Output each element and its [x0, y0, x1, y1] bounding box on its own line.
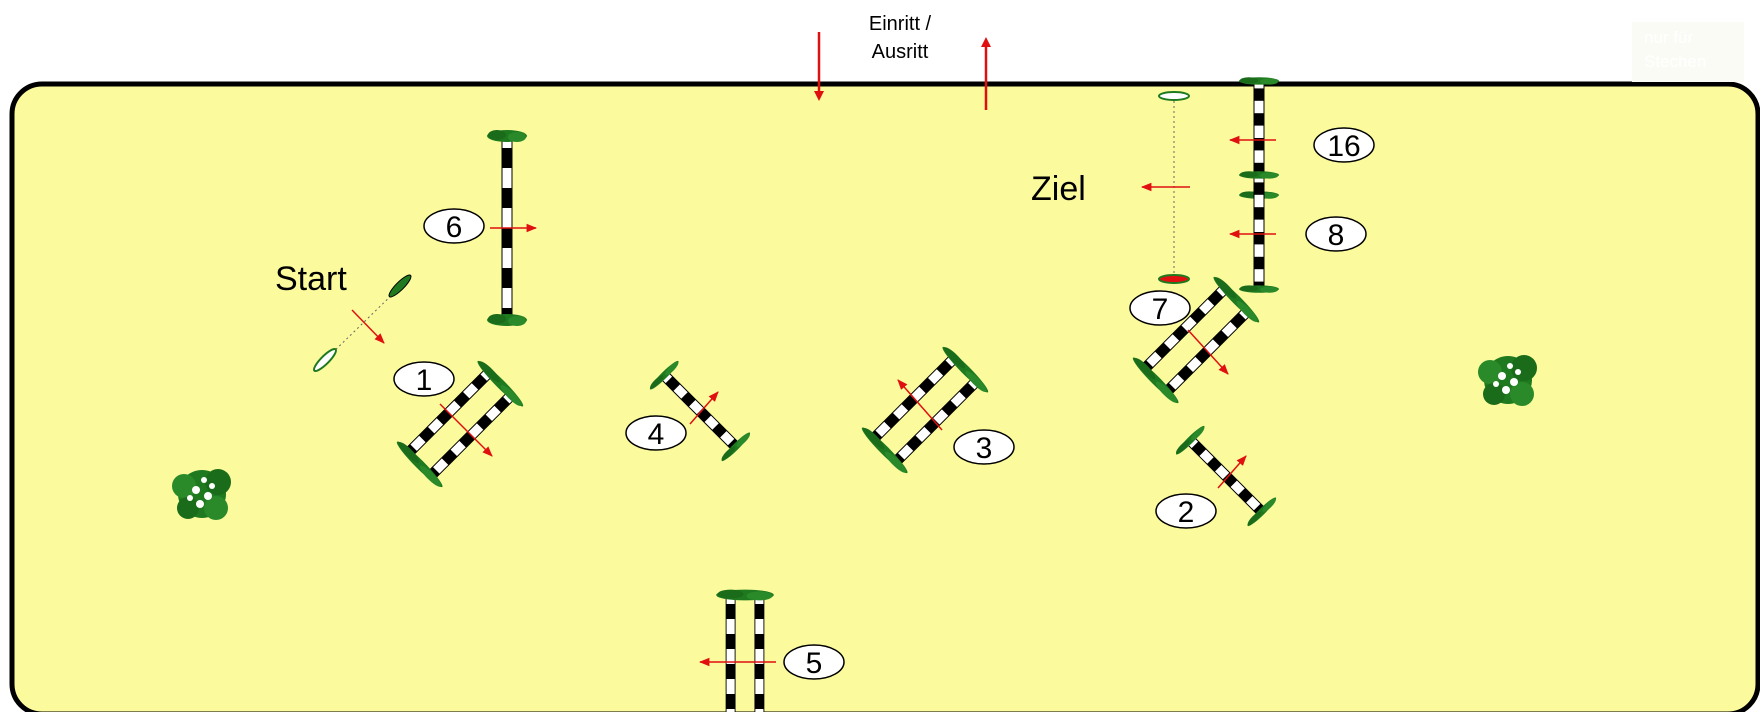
- arrow-icon: [897, 379, 943, 431]
- arrow-icon: [1187, 329, 1229, 375]
- arrow-icon: [439, 403, 493, 457]
- obstacle-number: 8: [1328, 219, 1345, 252]
- obstacle-number: 6: [446, 211, 463, 244]
- entry-label-line2: Ausritt: [871, 41, 929, 63]
- finish-label: Ziel: [1031, 170, 1086, 208]
- obstacle-number: 7: [1152, 293, 1169, 326]
- note-line2: Stechen: [1644, 52, 1707, 71]
- obstacle-number: 2: [1178, 496, 1195, 529]
- obstacle-16: 16: [1228, 77, 1375, 199]
- arrow-icon: [351, 309, 385, 344]
- jump-off-note: nur für Stechen: [1632, 22, 1744, 82]
- obstacle-5: 5: [698, 590, 845, 712]
- obstacle-8: 8: [1228, 171, 1367, 293]
- finish-line: [1140, 91, 1190, 284]
- obstacle-number: 4: [648, 418, 665, 451]
- obstacle-2: 2: [1155, 424, 1278, 529]
- obstacle-7: 7: [1129, 274, 1262, 406]
- obstacle-number: 1: [416, 364, 433, 397]
- note-line1: nur für: [1644, 28, 1694, 47]
- obstacle-3: 3: [859, 344, 1015, 476]
- obstacle-4: 4: [625, 359, 752, 464]
- obstacle-number: 3: [976, 432, 993, 465]
- bush-icon: [172, 469, 231, 520]
- start-line: [313, 274, 412, 372]
- entry-label-line1: Einritt /: [868, 13, 932, 35]
- obstacle-number: 5: [806, 647, 823, 680]
- bush-icon: [1478, 355, 1537, 406]
- start-label: Start: [275, 260, 347, 298]
- obstacle-6: 6: [423, 130, 538, 326]
- entry-exit-label: Einritt / Ausritt: [820, 10, 980, 66]
- obstacle-number: 16: [1327, 130, 1360, 163]
- arrow-icon: [1217, 455, 1247, 489]
- arrow-icon: [689, 391, 719, 425]
- obstacle-1: 1: [393, 358, 526, 490]
